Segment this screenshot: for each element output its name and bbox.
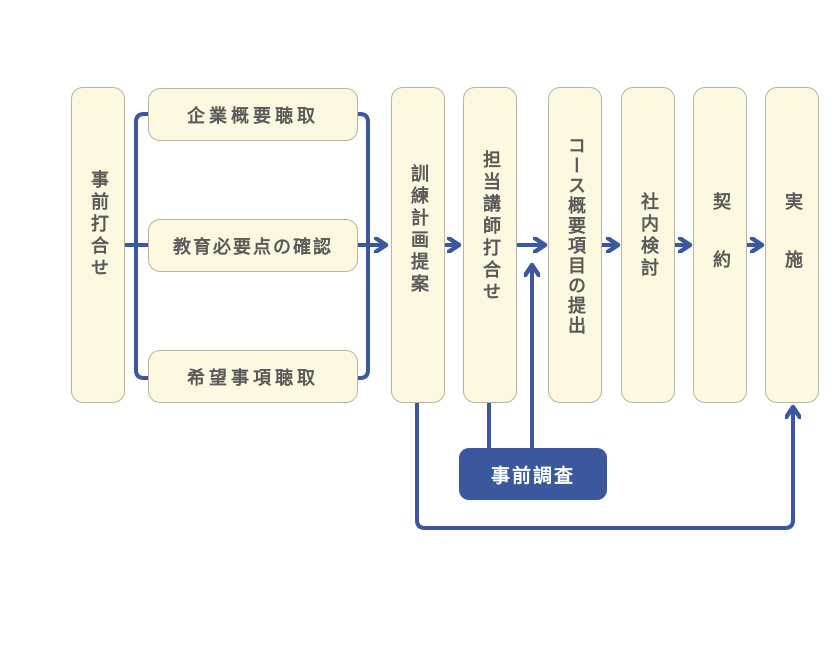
step-company-overview-label: 企業概要聴取 [187,105,319,127]
step-pre-meeting: 事前打合せ [71,87,125,403]
research-label: 事前調査 [490,464,575,487]
step-implementation: 実施 [765,87,819,403]
step-contract-label: 契約 [710,192,731,308]
step-internal-review: 社内検討 [621,87,675,403]
step-course-outline-label: コース概要項目の提出 [565,136,586,336]
step-implementation-label: 実施 [782,192,803,308]
step-course-outline: コース概要項目の提出 [548,87,602,403]
step-wish-items: 希望事項聴取 [148,350,358,403]
step-training-needs: 教育必要点の確認 [148,219,358,272]
step-pre-meeting-label: 事前打合せ [88,170,109,280]
step-company-overview: 企業概要聴取 [148,88,358,141]
step-instructor-meeting: 担当講師打合せ [463,87,517,403]
step-contract: 契約 [693,87,747,403]
arrow-plan-to-implementation [415,401,793,530]
step-training-plan: 訓練計画提案 [391,87,445,403]
step-wish-items-label: 希望事項聴取 [187,367,319,389]
step-instructor-meeting-label: 担当講師打合せ [480,150,501,304]
research-box: 事前調査 [459,448,607,500]
step-training-plan-label: 訓練計画提案 [408,164,429,296]
step-training-needs-label: 教育必要点の確認 [173,236,333,258]
step-internal-review-label: 社内検討 [638,192,659,280]
